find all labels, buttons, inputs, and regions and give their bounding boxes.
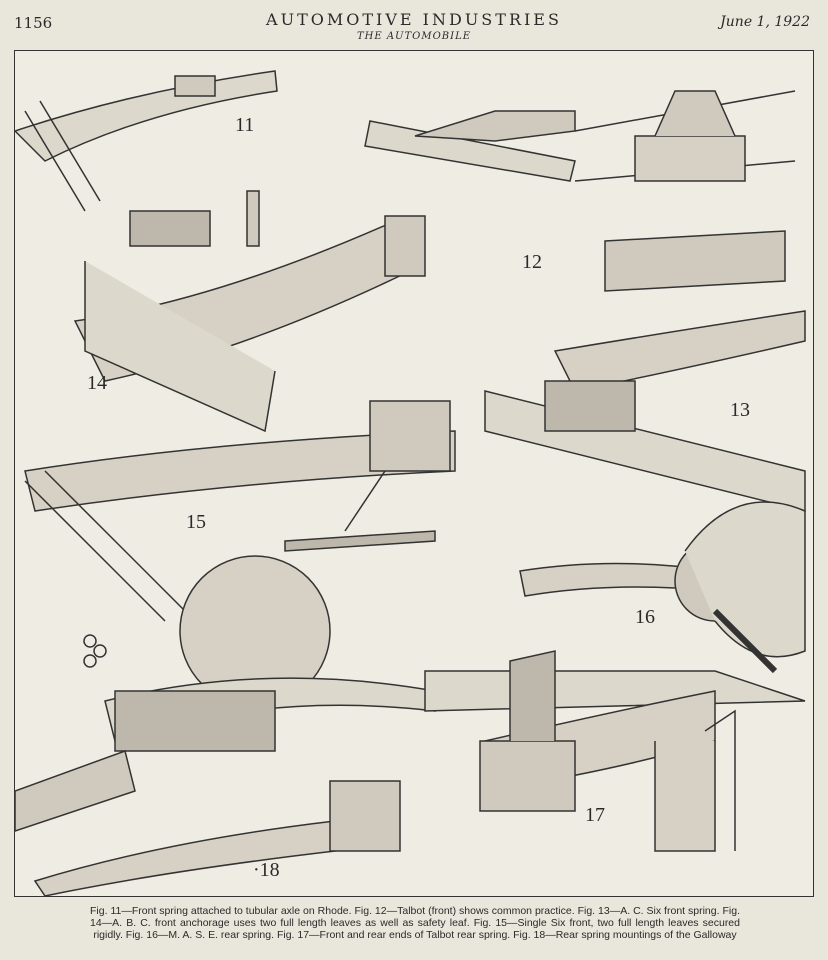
figure-label-13: 13 bbox=[730, 399, 750, 421]
fig-15-drawing bbox=[24, 400, 456, 622]
journal-subtitle: THE AUTOMOBILE bbox=[356, 31, 472, 42]
fig-13-drawing bbox=[484, 230, 806, 512]
fig-11-drawing bbox=[15, 70, 278, 212]
figure-label-16: 16 bbox=[635, 606, 655, 628]
illustration-plate: 11 12 13 14 15 16 17 ·18 bbox=[14, 50, 814, 897]
fig-14-drawing bbox=[73, 190, 426, 433]
spring-illustrations bbox=[15, 70, 806, 896]
page-number: 1156 bbox=[14, 14, 53, 32]
figure-caption: Fig. 11—Front spring attached to tubular… bbox=[90, 905, 740, 941]
figure-label-17: 17 bbox=[585, 804, 605, 826]
fig-16-drawing bbox=[519, 501, 806, 674]
figure-label-12: 12 bbox=[522, 251, 542, 273]
figure-label-14: 14 bbox=[87, 372, 107, 394]
figure-label-15: 15 bbox=[186, 511, 206, 533]
figure-label-11: 11 bbox=[235, 114, 255, 136]
fig-18-drawing bbox=[15, 555, 436, 896]
fig-17-drawing bbox=[424, 650, 806, 852]
issue-date: June 1, 1922 bbox=[720, 14, 810, 30]
figure-label-18: ·18 bbox=[253, 859, 280, 881]
fig-12-drawing bbox=[364, 90, 796, 182]
journal-title: AUTOMOTIVE INDUSTRIES bbox=[266, 10, 562, 29]
